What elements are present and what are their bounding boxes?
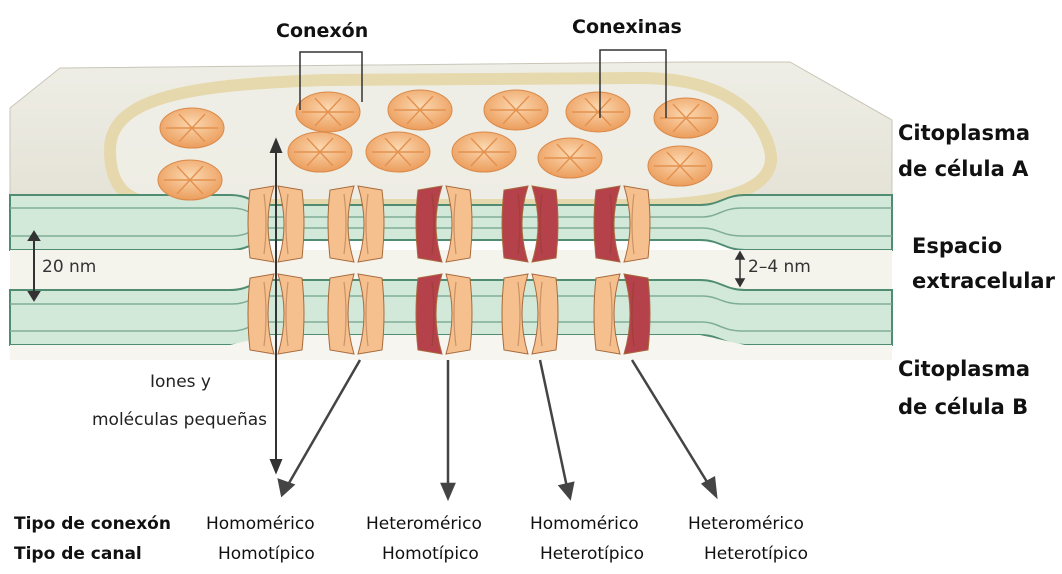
pointer-arrows — [279, 360, 716, 498]
connexon-hexamer — [366, 132, 430, 172]
col4-conexon: Heteromérico — [688, 514, 804, 534]
col1-canal: Homotípico — [218, 544, 315, 564]
citoplasma-a-line1: Citoplasma — [898, 116, 1030, 150]
espacio-line2: extracelular — [912, 264, 1055, 298]
conexon-label: Conexón — [276, 20, 368, 42]
connexon-hexamer — [160, 108, 224, 148]
connexon-hexamer — [648, 146, 712, 186]
col3-conexon: Homomérico — [530, 514, 639, 534]
connexon-hexamer — [452, 132, 516, 172]
col3-canal: Heterotípico — [540, 544, 644, 564]
col1-conexon: Homomérico — [206, 514, 315, 534]
connexon-hexamer — [538, 138, 602, 178]
conexinas-label: Conexinas — [572, 16, 682, 38]
espacio-line1: Espacio — [912, 229, 1002, 263]
citoplasma-b-line2: de célula B — [898, 390, 1028, 424]
cytoplasm-plate-a — [10, 62, 892, 205]
connexon-hexamer — [654, 98, 718, 138]
connexon-hexamer — [158, 160, 222, 200]
connexon-hexamer — [484, 90, 548, 130]
gap-20nm-label: 20 nm — [42, 257, 96, 277]
gap-2-4nm-label: 2–4 nm — [748, 257, 811, 277]
row-header-conexon: Tipo de conexón — [14, 514, 171, 534]
connexon-hexamer — [296, 92, 360, 132]
connexon-hexamer — [388, 90, 452, 130]
iones-line2: moléculas pequeñas — [92, 410, 267, 430]
citoplasma-a-line2: de célula A — [898, 152, 1028, 186]
col2-conexon: Heteromérico — [366, 514, 482, 534]
connexon-hexamer — [566, 92, 630, 132]
connexon-hexamer — [288, 132, 352, 172]
citoplasma-b-line1: Citoplasma — [898, 352, 1030, 386]
col4-canal: Heterotípico — [704, 544, 808, 564]
col2-canal: Homotípico — [382, 544, 479, 564]
row-header-canal: Tipo de canal — [14, 544, 142, 564]
iones-line1: Iones y — [150, 372, 211, 392]
